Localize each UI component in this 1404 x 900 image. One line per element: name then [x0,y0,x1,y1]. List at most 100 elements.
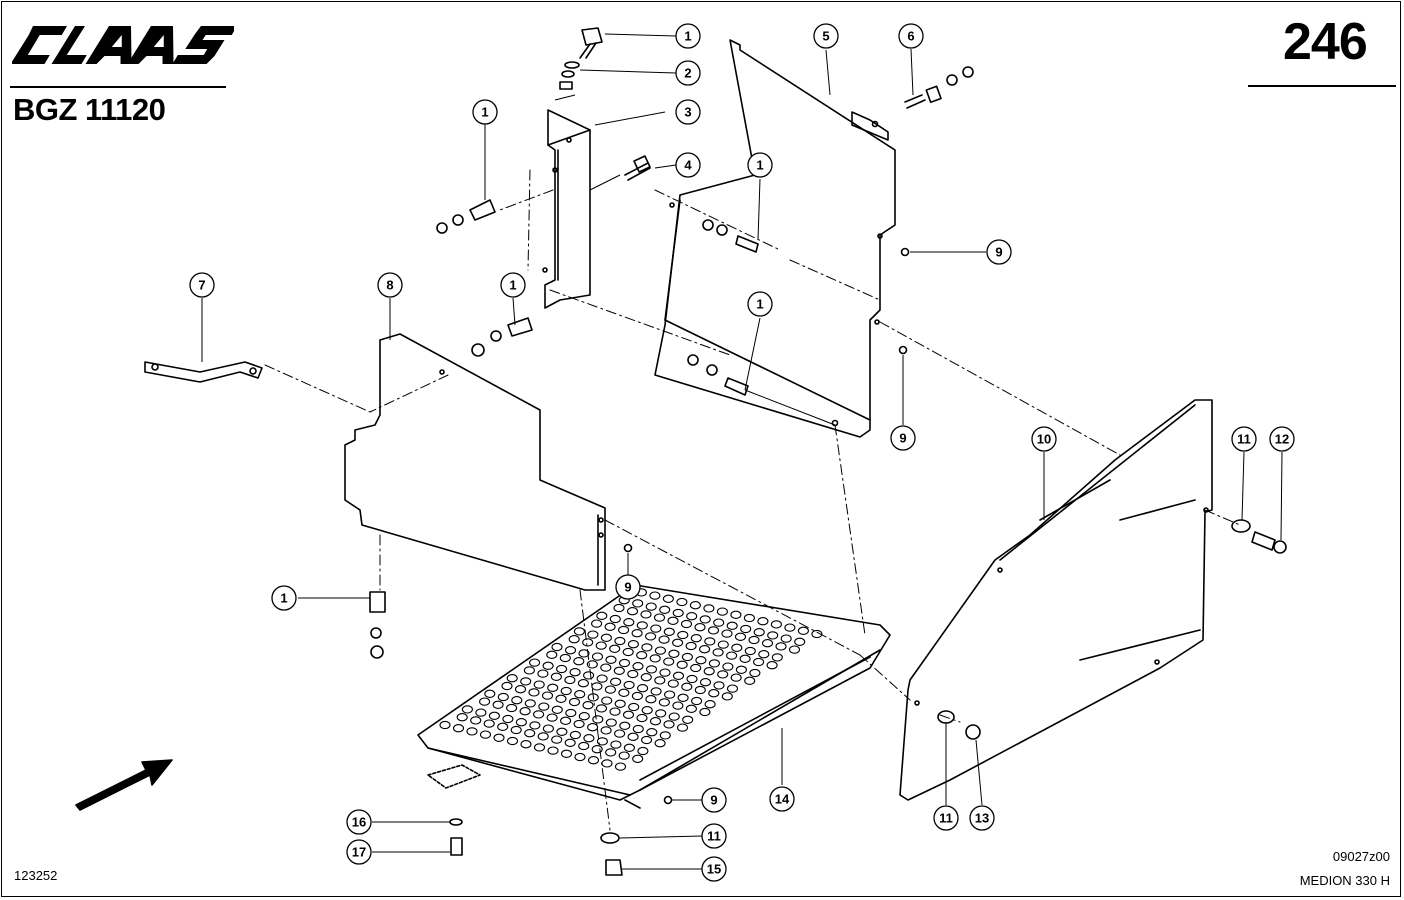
callout-1: 1 [675,23,701,49]
plate-hole [578,741,590,751]
plate-hole [519,707,531,716]
plate-hole [564,675,576,685]
plate-hole [716,607,728,616]
plate-hole [753,628,765,637]
callout-leaders [201,33,1283,870]
plate-hole [568,635,580,644]
callout-number: 16 [352,815,366,830]
plate-hole [583,671,595,680]
plate-hole [537,669,549,678]
plate-hole [622,647,634,657]
plate-hole [627,640,639,649]
plate-hole [631,691,643,701]
plate-hole [595,641,607,650]
plate-hole [613,603,625,613]
plate-hole [456,713,468,722]
drawing-reference-right: 09027z00 [1332,849,1390,864]
plate-hole [520,677,532,686]
callout-number: 1 [280,591,287,606]
plate-hole [632,599,644,608]
plate-hole [653,613,666,622]
plate-hole [574,690,586,699]
plate-hole [694,685,706,695]
plate-hole [766,661,778,670]
plate-hole [667,616,679,625]
plate-hole [568,697,581,707]
plate-hole [591,745,603,754]
plate-hole [637,684,649,693]
plate-hole [596,674,608,683]
plate-hole [484,689,496,698]
plate-hole [529,721,541,730]
callout-number: 10 [1037,432,1051,447]
callout-number: 13 [975,811,989,826]
callout-number: 3 [684,105,691,120]
plate-hole [649,717,662,726]
plate-hole [452,724,465,733]
plate-hole [744,646,756,656]
plate-hole [753,657,765,667]
plate-hole [699,645,711,654]
plate-hole [609,707,621,716]
plate-hole [667,679,679,688]
plate-hole [578,712,590,721]
plate-hole [550,672,562,681]
plate-hole [506,736,519,746]
plate-hole [475,708,487,717]
plate-hole [744,676,756,685]
callout-2: 2 [675,60,701,86]
plate-hole [600,726,612,735]
plate-hole [470,716,482,725]
plate-hole [610,677,622,686]
callout-number: 1 [481,105,488,120]
plate-hole [533,743,546,752]
plate-hole [672,701,684,710]
callout-1: 1 [500,272,526,298]
plate-hole [645,632,657,641]
plate-hole [466,727,478,736]
plate-hole [659,731,671,740]
plate-hole [668,649,680,658]
plate-hole [502,714,514,724]
plate-hole [712,648,724,657]
callout-6: 6 [898,23,924,49]
plate-hole [780,634,792,643]
plate-hole [591,682,603,691]
plate-hole [726,621,738,630]
plate-hole [619,721,631,730]
plate-hole [506,674,518,683]
plate-hole [613,666,625,675]
plate-hole [547,746,559,755]
plate-hole [514,685,527,694]
callout-number: 14 [775,792,790,807]
callout-10: 10 [1031,426,1057,452]
plate-hole [586,660,598,669]
plate-hole [501,681,513,691]
plate-hole [708,659,720,668]
plate-hole [569,730,581,740]
callout-number: 12 [1275,432,1289,447]
plate-hole [609,614,621,624]
plate-hole [574,752,586,762]
plate-hole [623,618,635,627]
plate-hole [591,652,604,661]
plate-hole [771,653,783,662]
plate-hole [591,619,603,628]
plate-hole [664,690,676,699]
plate-hole [775,642,787,651]
plate-hole [506,703,518,713]
callout-8: 8 [377,272,403,298]
callout-number: 9 [899,431,906,446]
plate-hole [663,657,675,666]
plate-hole [529,658,541,667]
plate-hole [618,625,630,635]
plate-hole [565,708,577,718]
plate-hole [691,696,703,706]
direction-arrow [75,759,173,811]
plate-hole [735,665,747,674]
header-rule-left [10,86,226,88]
plate-hole [601,696,613,705]
plate-hole [695,656,707,665]
plate-hole [681,652,693,662]
callout-number: 2 [684,66,691,81]
